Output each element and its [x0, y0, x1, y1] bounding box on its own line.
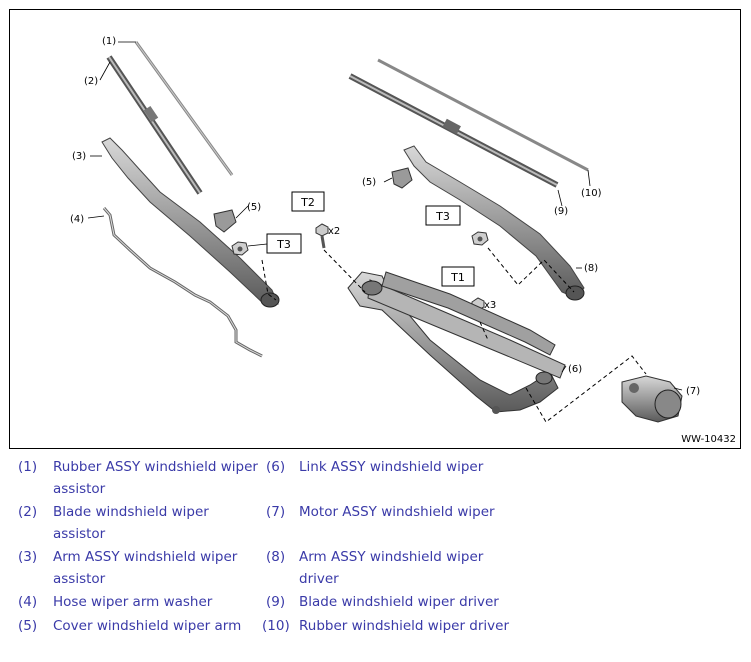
torque-box-t1: T1 [441, 266, 475, 287]
callout-leaders [87, 41, 683, 391]
exploded-diagram: (1) (2) (3) (4) (5) (5) (6) (7) (8) (9) … [9, 9, 741, 449]
motor-assy [621, 375, 683, 423]
svg-text:T2: T2 [300, 196, 315, 209]
torque-box-t3-left: T3 [266, 233, 302, 254]
link-assy [347, 271, 566, 414]
callout-9: (9) [554, 206, 568, 217]
rubber-driver [377, 58, 589, 172]
blade-driver [348, 73, 559, 188]
quantity-x3: x3 [484, 300, 496, 311]
callout-4: (4) [70, 214, 84, 225]
callout-8: (8) [584, 263, 598, 274]
callout-3: (3) [72, 151, 86, 162]
svg-text:T3: T3 [435, 210, 450, 223]
figure-id: WW-10432 [681, 434, 736, 445]
callout-6: (6) [568, 364, 582, 375]
svg-text:T1: T1 [450, 271, 465, 284]
arm-assistor [101, 137, 280, 308]
diagram-drawing: (1) (2) (3) (4) (5) (5) (6) (7) (8) (9) … [70, 36, 700, 423]
callout-5-left: (5) [247, 202, 261, 213]
callout-5-right: (5) [362, 177, 376, 188]
callout-2: (2) [84, 76, 98, 87]
quantity-x2: x2 [328, 226, 340, 237]
parts-legend: (1) Rubber ASSY windshield wiper assisto… [18, 459, 510, 634]
arm-cover-left [213, 209, 237, 233]
callout-10: (10) [581, 188, 602, 199]
washer-hose [102, 207, 263, 358]
arm-cover-right [391, 167, 413, 189]
arm-driver [403, 145, 585, 301]
blade-assistor [106, 55, 203, 195]
nut-left [231, 241, 249, 256]
callout-1: (1) [102, 36, 116, 47]
callout-7: (7) [686, 386, 700, 397]
torque-box-t3-right: T3 [425, 205, 461, 226]
assembly-guides [261, 247, 647, 423]
bolt-t2 [315, 223, 329, 249]
torque-box-t2: T2 [291, 191, 325, 212]
svg-text:T3: T3 [276, 238, 291, 251]
nut-right [471, 231, 489, 246]
rubber-assistor [134, 41, 234, 176]
